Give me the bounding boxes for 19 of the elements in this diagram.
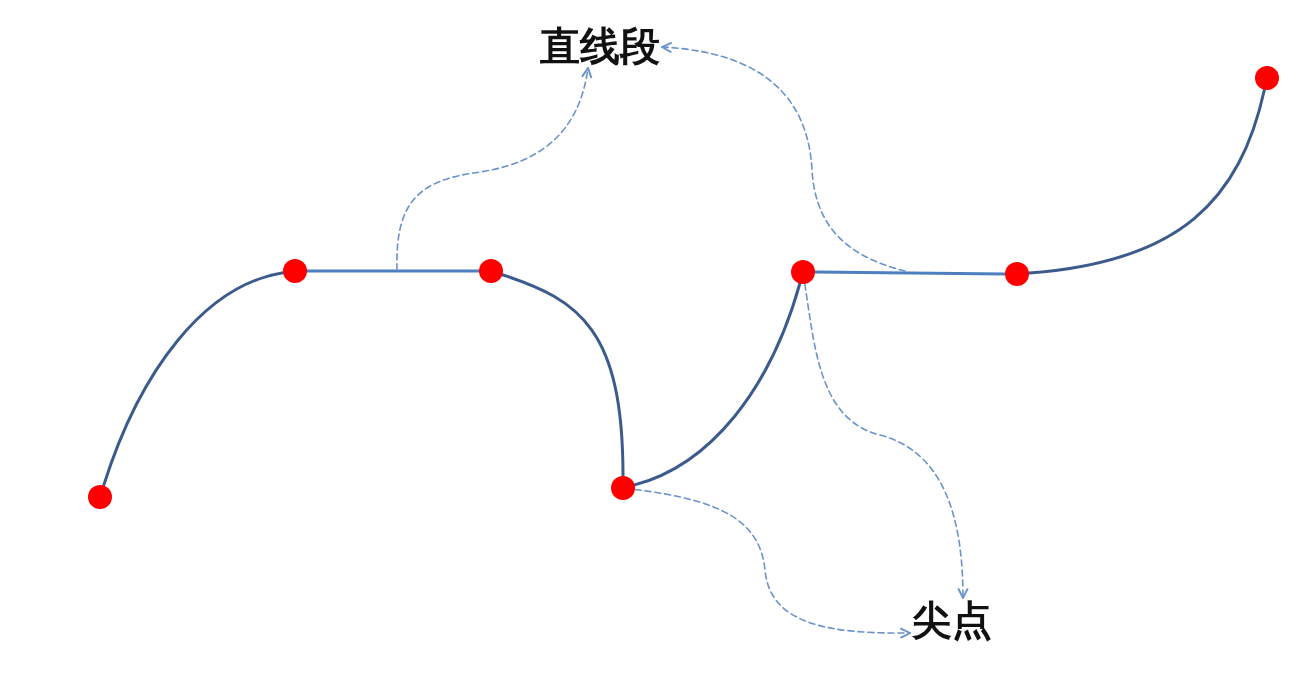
- leader-arrow: [661, 42, 906, 272]
- leader-arrow: [804, 283, 969, 599]
- leader-arrow: [634, 488, 911, 639]
- annotation-label: 直线段: [540, 26, 660, 66]
- annotation-label: 尖点: [912, 600, 992, 640]
- control-point: [1005, 262, 1029, 286]
- control-point: [479, 259, 503, 283]
- curve-segment: [102, 271, 285, 488]
- control-point: [611, 476, 635, 500]
- line-segment: [813, 270, 1007, 276]
- curve-segment: [500, 273, 625, 478]
- curve-segment: [633, 282, 802, 487]
- control-point: [88, 485, 112, 509]
- leader-arrow: [396, 67, 593, 271]
- curve-segment: [1027, 88, 1266, 275]
- control-point: [283, 259, 307, 283]
- control-point: [791, 260, 815, 284]
- line-segment: [305, 269, 481, 273]
- control-point: [1255, 66, 1279, 90]
